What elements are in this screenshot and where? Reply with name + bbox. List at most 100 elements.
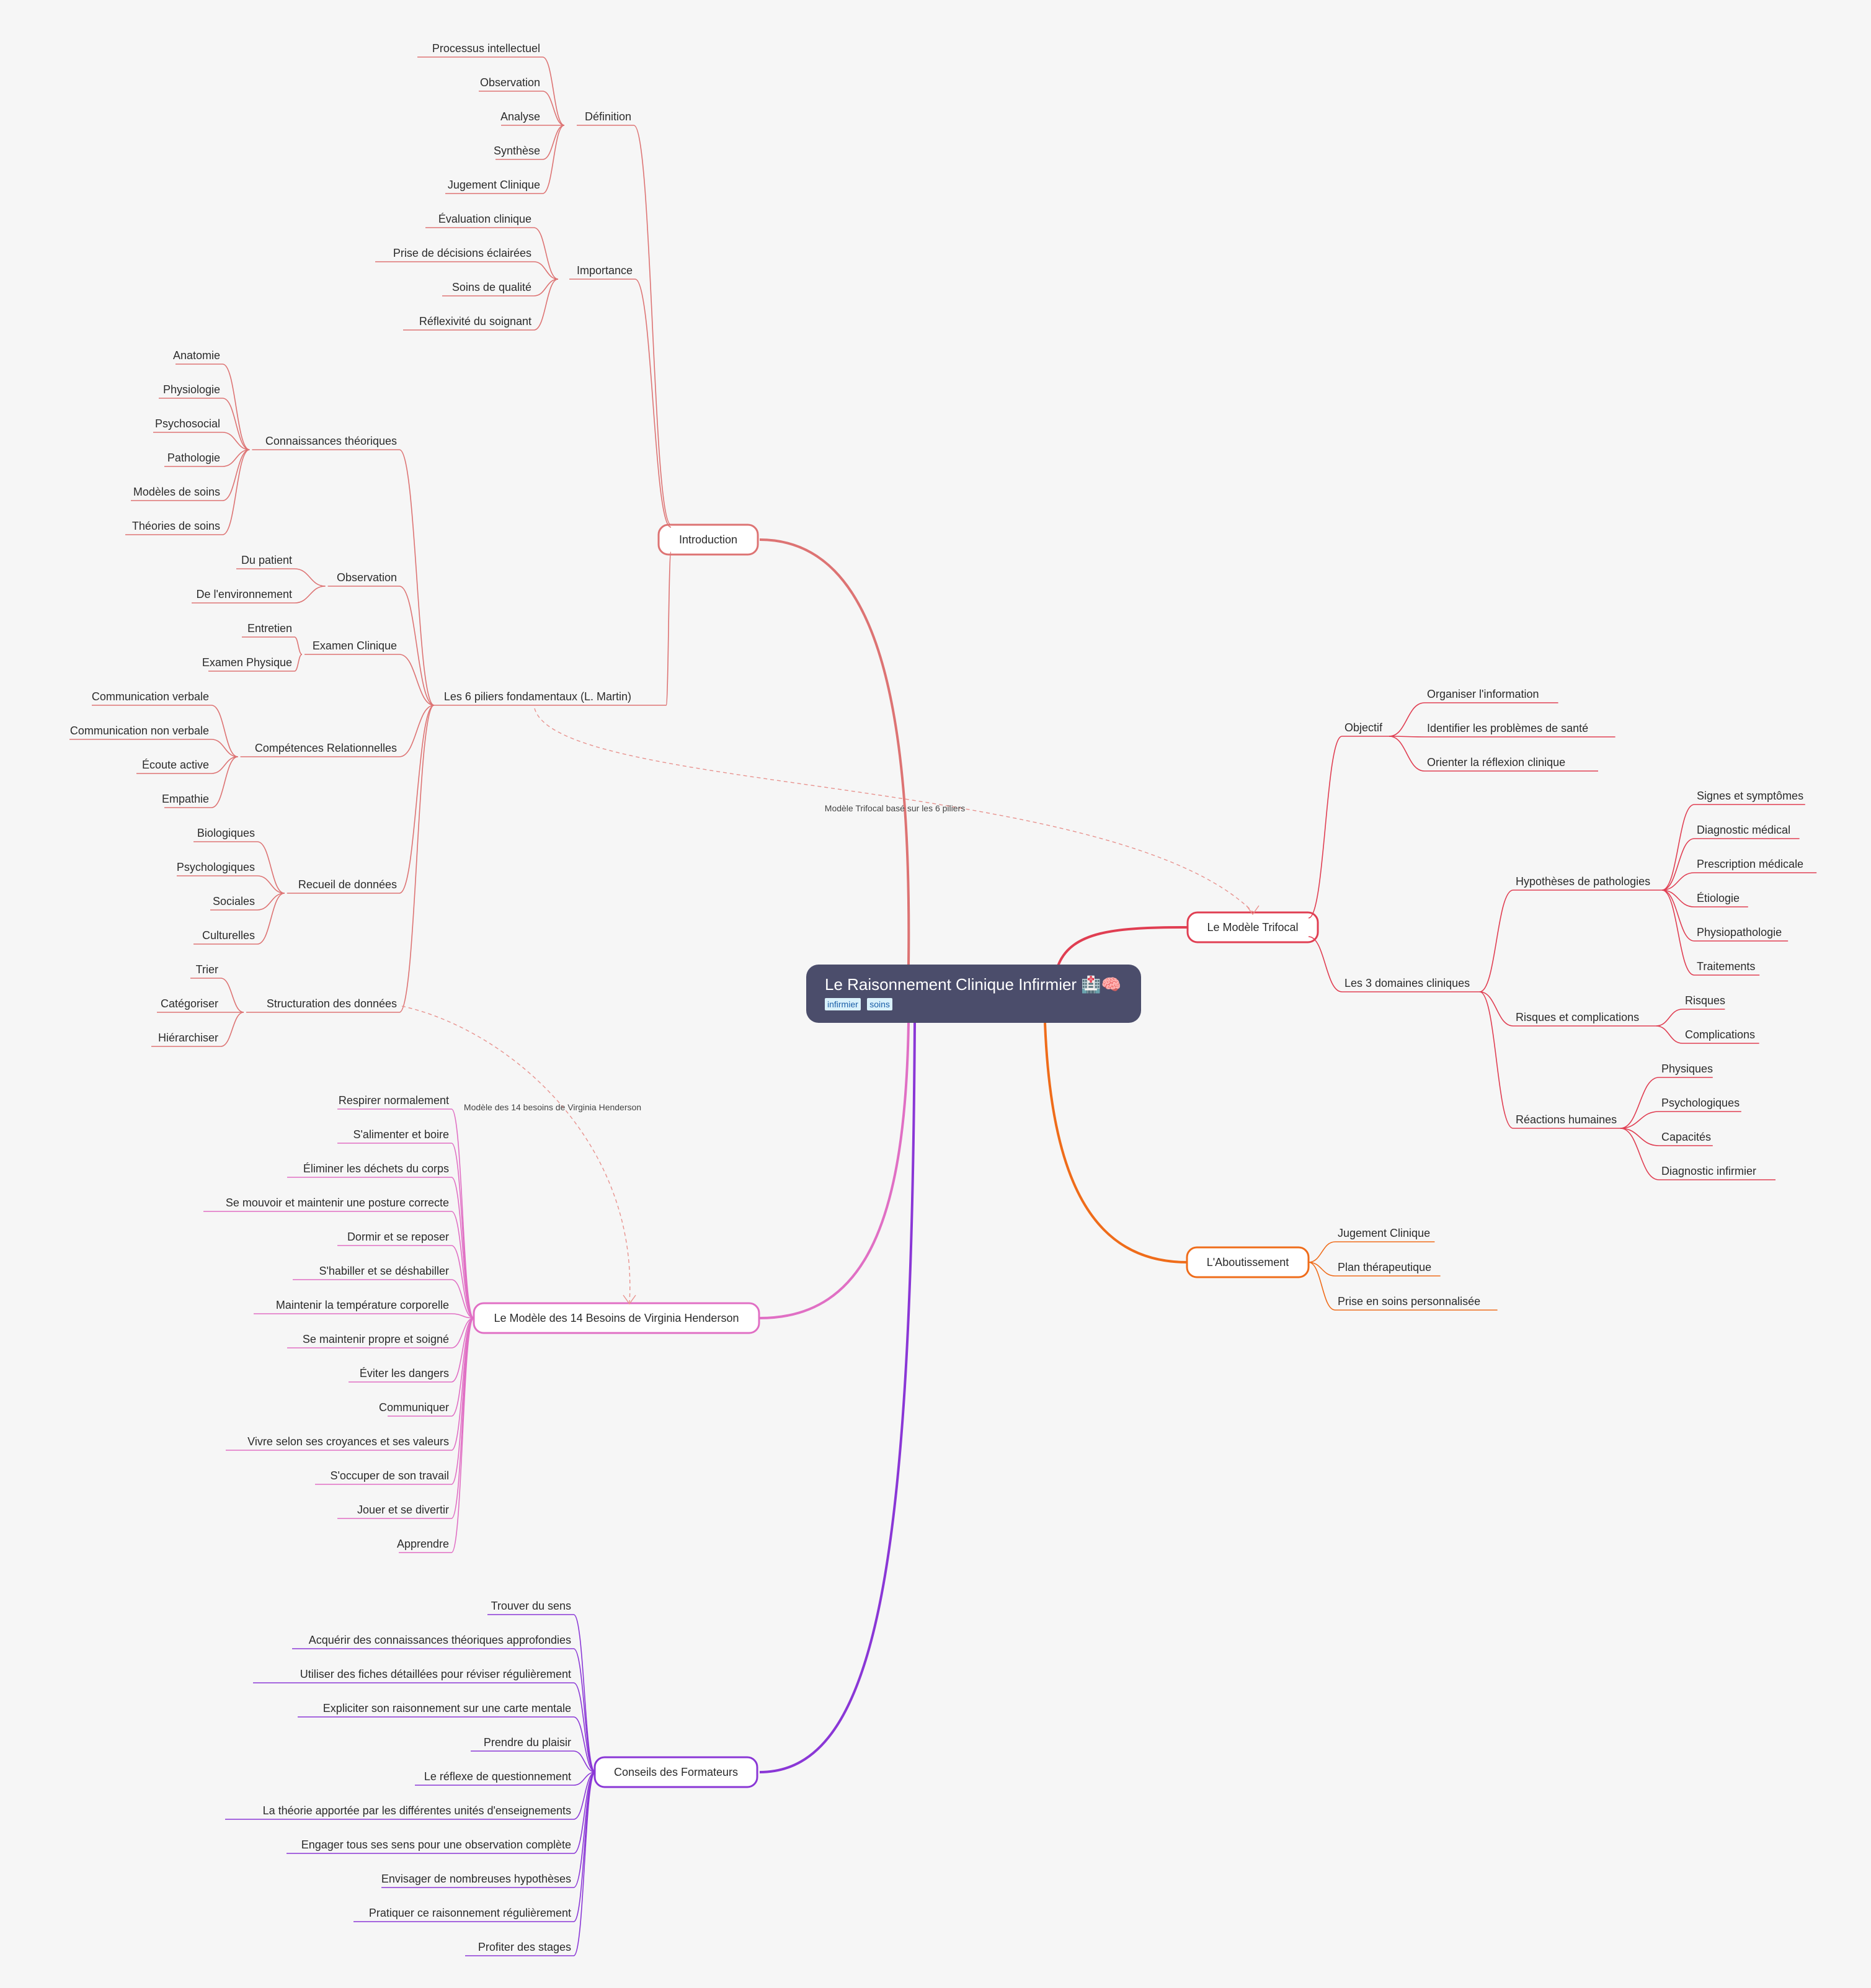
leaf-s-occuper-de-son-travail[interactable]: S'occuper de son travail [330,1469,449,1482]
topic-objectif[interactable]: Objectif [1344,721,1383,734]
leaf-signes-et-symptomes[interactable]: Signes et symptômes [1697,790,1803,802]
leaf-risques[interactable]: Risques [1685,994,1725,1007]
leaf-capacites[interactable]: Capacités [1661,1131,1711,1143]
topic-importance[interactable]: Importance [577,264,633,277]
leaf-respirer-normalement[interactable]: Respirer normalement [339,1094,449,1107]
leaf-theories-de-soins[interactable]: Théories de soins [132,520,220,532]
leaf-empathie[interactable]: Empathie [162,793,209,805]
leaf-complications[interactable]: Complications [1685,1028,1755,1041]
leaf-jouer-et-se-divertir[interactable]: Jouer et se divertir [357,1504,449,1516]
topic-introduction[interactable]: Introduction [679,533,737,546]
leaf-prise-en-soins-personnalisee[interactable]: Prise en soins personnalisée [1338,1295,1480,1308]
leaf-prendre-du-plaisir[interactable]: Prendre du plaisir [484,1736,571,1749]
leaf-synthese[interactable]: Synthèse [494,145,540,157]
topic-trifocal-box[interactable] [1186,911,1319,943]
topic-hypotheses-de-pathologies[interactable]: Hypothèses de pathologies [1516,875,1650,888]
leaf-psychologiques[interactable]: Psychologiques [1661,1097,1740,1109]
leaf-entretien[interactable]: Entretien [247,622,292,635]
topic-definition[interactable]: Définition [585,110,631,123]
leaf-diagnostic-infirmier[interactable]: Diagnostic infirmier [1661,1165,1756,1177]
leaf-pratiquer-ce-raisonnement-regulierement[interactable]: Pratiquer ce raisonnement régulièrement [369,1907,571,1919]
leaf-jugement-clinique[interactable]: Jugement Clinique [1338,1227,1430,1239]
leaf-hierarchiser[interactable]: Hiérarchiser [158,1032,218,1044]
leaf-observation[interactable]: Observation [480,76,540,89]
leaf-expliciter-son-raisonnement-sur-une-cart[interactable]: Expliciter son raisonnement sur une cart… [323,1702,571,1714]
topic-domaines[interactable]: Les 3 domaines cliniques [1344,977,1470,989]
topic-trifocal[interactable]: Le Modèle Trifocal [1207,921,1298,934]
leaf-plan-therapeutique[interactable]: Plan thérapeutique [1338,1261,1431,1273]
leaf-vivre-selon-ses-croyances-et-ses-valeurs[interactable]: Vivre selon ses croyances et ses valeurs [247,1435,449,1448]
tag-infirmier[interactable]: infirmier [825,998,861,1010]
tag-soins[interactable]: soins [867,998,892,1010]
leaf-prescription-medicale[interactable]: Prescription médicale [1697,858,1803,870]
topic-connaissances-theoriques[interactable]: Connaissances théoriques [265,435,397,447]
relation-structuration-henderson[interactable] [401,1005,631,1303]
leaf-anatomie[interactable]: Anatomie [173,349,220,362]
leaf-etiologie[interactable]: Étiologie [1697,892,1740,904]
leaf-se-mouvoir-et-maintenir-une-posture-corr[interactable]: Se mouvoir et maintenir une posture corr… [226,1197,449,1209]
topic-structuration-des-donnees[interactable]: Structuration des données [267,997,397,1010]
root-topic[interactable]: Le Raisonnement Clinique Infirmier 🏥🧠 in… [806,965,1141,1023]
leaf-jugement-clinique[interactable]: Jugement Clinique [448,179,540,191]
leaf-communication-verbale[interactable]: Communication verbale [92,690,209,703]
relation-label-trifocal[interactable]: Modèle Trifocal basé sur les 6 piliers [825,803,965,813]
topic-introduction-box[interactable] [657,524,759,556]
leaf-envisager-de-nombreuses-hypotheses[interactable]: Envisager de nombreuses hypothèses [381,1873,571,1885]
topic-conseils[interactable]: Conseils des Formateurs [614,1766,738,1778]
leaf-apprendre[interactable]: Apprendre [397,1538,449,1550]
leaf-organiser-l-information[interactable]: Organiser l'information [1427,688,1539,700]
topic-henderson[interactable]: Le Modèle des 14 Besoins de Virginia Hen… [494,1312,739,1324]
leaf-categoriser[interactable]: Catégoriser [161,997,218,1010]
leaf-eviter-les-dangers[interactable]: Éviter les dangers [360,1367,449,1380]
topic-examen-clinique[interactable]: Examen Clinique [313,640,397,652]
topic-observation[interactable]: Observation [337,571,397,584]
leaf-evaluation-clinique[interactable]: Évaluation clinique [438,213,531,225]
leaf-psychosocial[interactable]: Psychosocial [155,417,220,430]
topic-recueil-de-donnees[interactable]: Recueil de données [298,878,397,891]
leaf-le-reflexe-de-questionnement[interactable]: Le réflexe de questionnement [424,1770,571,1783]
topic-piliers[interactable]: Les 6 piliers fondamentaux (L. Martin) [444,690,631,703]
leaf-examen-physique[interactable]: Examen Physique [202,656,292,669]
topic-reactions-humaines[interactable]: Réactions humaines [1516,1113,1617,1126]
leaf-biologiques[interactable]: Biologiques [197,827,255,839]
leaf-maintenir-la-temperature-corporelle[interactable]: Maintenir la température corporelle [276,1299,449,1311]
leaf-physiologie[interactable]: Physiologie [163,383,220,396]
leaf-communication-non-verbale[interactable]: Communication non verbale [70,724,209,737]
leaf-soins-de-qualite[interactable]: Soins de qualité [452,281,531,293]
leaf-s-habiller-et-se-deshabiller[interactable]: S'habiller et se déshabiller [319,1265,449,1277]
leaf-analyse[interactable]: Analyse [500,110,540,123]
topic-risques-et-complications[interactable]: Risques et complications [1516,1011,1639,1023]
leaf-eliminer-les-dechets-du-corps[interactable]: Éliminer les déchets du corps [303,1162,449,1175]
leaf-prise-de-decisions-eclairees[interactable]: Prise de décisions éclairées [393,247,531,259]
leaf-la-theorie-apportee-par-les-differentes-[interactable]: La théorie apportée par les différentes … [263,1804,571,1817]
leaf-trouver-du-sens[interactable]: Trouver du sens [491,1600,571,1612]
leaf-profiter-des-stages[interactable]: Profiter des stages [478,1941,571,1953]
leaf-engager-tous-ses-sens-pour-une-observati[interactable]: Engager tous ses sens pour une observati… [301,1839,571,1851]
leaf-traitements[interactable]: Traitements [1697,960,1755,973]
leaf-s-alimenter-et-boire[interactable]: S'alimenter et boire [353,1128,449,1141]
leaf-identifier-les-problemes-de-sante[interactable]: Identifier les problèmes de santé [1427,722,1588,734]
topic-competences-relationnelles[interactable]: Compétences Relationnelles [255,742,397,754]
leaf-psychologiques[interactable]: Psychologiques [177,861,255,873]
leaf-acquerir-des-connaissances-theoriques-ap[interactable]: Acquérir des connaissances théoriques ap… [309,1634,571,1646]
leaf-orienter-la-reflexion-clinique[interactable]: Orienter la réflexion clinique [1427,756,1565,769]
leaf-reflexivite-du-soignant[interactable]: Réflexivité du soignant [419,315,531,328]
leaf-modeles-de-soins[interactable]: Modèles de soins [133,486,220,498]
leaf-trier[interactable]: Trier [196,963,218,976]
leaf-pathologie[interactable]: Pathologie [167,452,220,464]
leaf-se-maintenir-propre-et-soigne[interactable]: Se maintenir propre et soigné [303,1333,449,1345]
leaf-utiliser-des-fiches-detaillees-pour-revi[interactable]: Utiliser des fiches détaillées pour révi… [300,1668,571,1680]
leaf-du-patient[interactable]: Du patient [241,554,292,566]
leaf-sociales[interactable]: Sociales [213,895,255,907]
topic-aboutissement[interactable]: L'Aboutissement [1207,1256,1289,1268]
relation-label-henderson[interactable]: Modèle des 14 besoins de Virginia Hender… [464,1102,641,1112]
leaf-de-l-environnement[interactable]: De l'environnement [196,588,292,600]
leaf-diagnostic-medical[interactable]: Diagnostic médical [1697,824,1790,836]
relation-piliers-trifocal[interactable] [534,708,1253,912]
leaf-ecoute-active[interactable]: Écoute active [142,759,209,771]
leaf-processus-intellectuel[interactable]: Processus intellectuel [432,42,540,55]
leaf-physiques[interactable]: Physiques [1661,1063,1713,1075]
leaf-physiopathologie[interactable]: Physiopathologie [1697,926,1782,938]
leaf-dormir-et-se-reposer[interactable]: Dormir et se reposer [347,1231,449,1243]
leaf-culturelles[interactable]: Culturelles [202,929,255,942]
